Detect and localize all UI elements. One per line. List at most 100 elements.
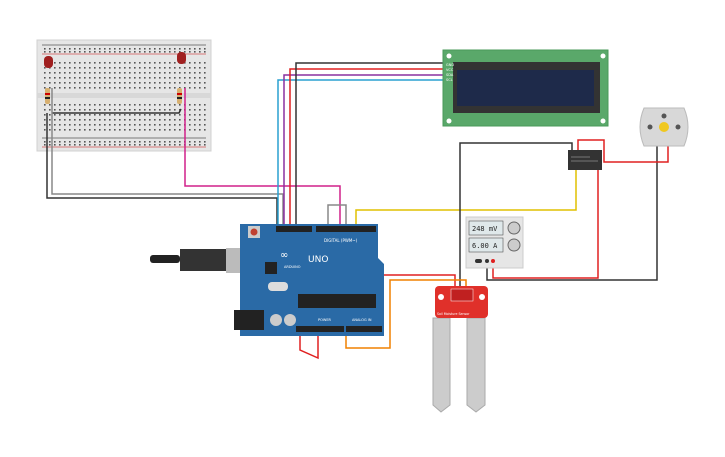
breadboard-hole[interactable] [189, 124, 191, 126]
breadboard-hole[interactable] [164, 48, 166, 50]
breadboard-hole[interactable] [104, 67, 106, 69]
breadboard-hole[interactable] [119, 109, 121, 111]
breadboard-hole[interactable] [114, 109, 116, 111]
breadboard-hole[interactable] [149, 104, 151, 106]
breadboard-hole[interactable] [149, 82, 151, 84]
breadboard-hole[interactable] [124, 124, 126, 126]
breadboard-hole[interactable] [99, 109, 101, 111]
breadboard-hole[interactable] [149, 51, 151, 53]
breadboard-hole[interactable] [124, 77, 126, 79]
breadboard-hole[interactable] [54, 141, 56, 143]
breadboard-hole[interactable] [154, 104, 156, 106]
breadboard-hole[interactable] [159, 72, 161, 74]
breadboard-hole[interactable] [109, 87, 111, 89]
dc-motor[interactable] [639, 107, 689, 147]
breadboard-hole[interactable] [59, 77, 61, 79]
breadboard-hole[interactable] [99, 67, 101, 69]
breadboard-hole[interactable] [164, 82, 166, 84]
breadboard-hole[interactable] [129, 51, 131, 53]
breadboard-hole[interactable] [99, 104, 101, 106]
breadboard-hole[interactable] [104, 48, 106, 50]
breadboard-hole[interactable] [154, 77, 156, 79]
breadboard-hole[interactable] [204, 104, 206, 106]
breadboard-hole[interactable] [184, 48, 186, 50]
breadboard-hole[interactable] [149, 48, 151, 50]
breadboard-hole[interactable] [104, 119, 106, 121]
breadboard-hole[interactable] [69, 82, 71, 84]
breadboard-hole[interactable] [169, 141, 171, 143]
breadboard-hole[interactable] [139, 114, 141, 116]
breadboard-hole[interactable] [169, 109, 171, 111]
breadboard-hole[interactable] [119, 62, 121, 64]
usb-cable[interactable] [150, 255, 180, 263]
breadboard-hole[interactable] [194, 129, 196, 131]
breadboard-hole[interactable] [164, 51, 166, 53]
breadboard-hole[interactable] [194, 141, 196, 143]
breadboard-hole[interactable] [174, 144, 176, 146]
breadboard-hole[interactable] [74, 87, 76, 89]
breadboard-hole[interactable] [69, 124, 71, 126]
breadboard-hole[interactable] [139, 129, 141, 131]
breadboard-hole[interactable] [59, 129, 61, 131]
breadboard-hole[interactable] [114, 124, 116, 126]
breadboard-hole[interactable] [109, 124, 111, 126]
breadboard-hole[interactable] [134, 141, 136, 143]
breadboard-hole[interactable] [54, 109, 56, 111]
breadboard-hole[interactable] [79, 104, 81, 106]
breadboard-hole[interactable] [54, 104, 56, 106]
breadboard-hole[interactable] [79, 51, 81, 53]
breadboard-hole[interactable] [74, 104, 76, 106]
breadboard-hole[interactable] [59, 72, 61, 74]
breadboard-hole[interactable] [159, 124, 161, 126]
breadboard-hole[interactable] [74, 109, 76, 111]
breadboard-hole[interactable] [59, 62, 61, 64]
breadboard-hole[interactable] [164, 144, 166, 146]
breadboard-hole[interactable] [44, 141, 46, 143]
breadboard-hole[interactable] [129, 72, 131, 74]
breadboard-hole[interactable] [129, 144, 131, 146]
breadboard-hole[interactable] [204, 82, 206, 84]
breadboard-hole[interactable] [89, 62, 91, 64]
breadboard-hole[interactable] [139, 144, 141, 146]
breadboard-hole[interactable] [104, 62, 106, 64]
breadboard-hole[interactable] [99, 72, 101, 74]
breadboard-hole[interactable] [144, 62, 146, 64]
breadboard-hole[interactable] [74, 82, 76, 84]
breadboard-hole[interactable] [144, 82, 146, 84]
breadboard-hole[interactable] [104, 87, 106, 89]
breadboard-hole[interactable] [124, 141, 126, 143]
breadboard-hole[interactable] [44, 119, 46, 121]
breadboard-hole[interactable] [179, 77, 181, 79]
breadboard-hole[interactable] [69, 67, 71, 69]
breadboard-hole[interactable] [184, 51, 186, 53]
breadboard-hole[interactable] [159, 141, 161, 143]
power-supply[interactable]: 248 mV 6.00 A [465, 216, 524, 269]
breadboard-hole[interactable] [64, 51, 66, 53]
breadboard-hole[interactable] [104, 51, 106, 53]
breadboard-hole[interactable] [49, 119, 51, 121]
breadboard-hole[interactable] [99, 119, 101, 121]
breadboard-hole[interactable] [144, 87, 146, 89]
breadboard-hole[interactable] [204, 129, 206, 131]
breadboard-hole[interactable] [194, 119, 196, 121]
breadboard-hole[interactable] [74, 141, 76, 143]
breadboard-hole[interactable] [174, 104, 176, 106]
negative-terminal[interactable] [485, 259, 489, 263]
breadboard-hole[interactable] [84, 109, 86, 111]
breadboard-hole[interactable] [54, 114, 56, 116]
breadboard-hole[interactable] [149, 62, 151, 64]
breadboard-hole[interactable] [184, 77, 186, 79]
wire-gray-2[interactable] [327, 204, 347, 228]
breadboard-hole[interactable] [79, 48, 81, 50]
wire-yellow[interactable] [355, 170, 577, 228]
breadboard-hole[interactable] [94, 141, 96, 143]
breadboard-hole[interactable] [89, 104, 91, 106]
breadboard-hole[interactable] [134, 114, 136, 116]
breadboard-hole[interactable] [64, 77, 66, 79]
breadboard-hole[interactable] [64, 48, 66, 50]
breadboard-hole[interactable] [144, 141, 146, 143]
breadboard-hole[interactable] [159, 82, 161, 84]
breadboard-hole[interactable] [164, 109, 166, 111]
breadboard-hole[interactable] [119, 144, 121, 146]
